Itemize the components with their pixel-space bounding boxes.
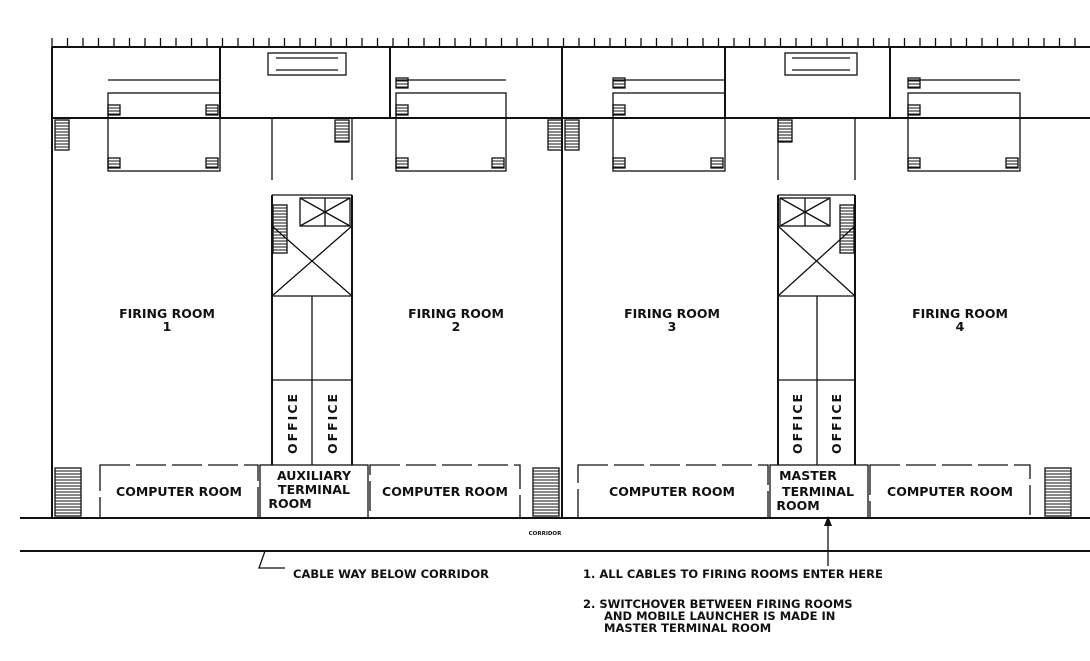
stair-icon <box>532 467 560 517</box>
notes: 1. ALL CABLES TO FIRING ROOMS ENTER HERE… <box>583 567 883 635</box>
firing-room-labels: FIRING ROOM 1 FIRING ROOM 2 FIRING ROOM … <box>119 306 1008 334</box>
office-label: OFFICE <box>790 392 805 454</box>
consoles <box>107 79 1021 172</box>
master-line-2: TERMINAL <box>782 484 854 499</box>
note-2-line-1: 2. SWITCHOVER BETWEEN FIRING ROOMS <box>583 597 853 611</box>
cable-way-pointer: CABLE WAY BELOW CORRIDOR <box>258 550 489 581</box>
stair-icon <box>334 119 350 143</box>
office-label: OFFICE <box>285 392 300 454</box>
stair-icon <box>612 104 626 116</box>
top-bridges <box>267 52 858 76</box>
core-left <box>271 118 353 465</box>
stair-icon <box>612 157 626 169</box>
firing-room-4-label: FIRING ROOM <box>912 306 1008 321</box>
stair-icon <box>710 157 724 169</box>
stair-icon <box>547 119 563 151</box>
stair-icon <box>205 157 219 169</box>
core-right <box>777 118 856 465</box>
corridor-label: CORRIDOR <box>529 531 562 537</box>
stair-icon <box>491 157 505 169</box>
auxiliary-terminal-room-label: AUXILIARY TERMINAL ROOM <box>268 468 352 511</box>
computer-room-label: COMPUTER ROOM <box>609 484 735 499</box>
master-terminal-room-label: MASTER TERMINAL ROOM <box>776 468 854 513</box>
office-label: OFFICE <box>325 392 340 454</box>
firing-room-1-label: FIRING ROOM <box>119 306 215 321</box>
stair-icon <box>907 104 921 116</box>
stair-icon <box>205 104 219 116</box>
firing-room-2-number: 2 <box>452 319 461 334</box>
exterior-wall-ticks <box>51 38 1076 47</box>
stair-icon <box>272 204 288 254</box>
stair-icon <box>395 104 409 116</box>
cable-entry-arrow <box>824 516 832 566</box>
stair-icon <box>1005 157 1019 169</box>
stair-icon <box>612 77 626 89</box>
stair-icon <box>107 157 121 169</box>
stair-icon <box>107 104 121 116</box>
firing-room-4-number: 4 <box>956 319 965 334</box>
note-2-line-3: MASTER TERMINAL ROOM <box>604 621 771 635</box>
aux-line-1: AUXILIARY <box>277 468 352 483</box>
stair-icon <box>907 77 921 89</box>
cable-way-label: CABLE WAY BELOW CORRIDOR <box>293 567 489 581</box>
master-line-3: ROOM <box>776 498 819 513</box>
stair-icon <box>907 157 921 169</box>
firing-room-3-number: 3 <box>668 319 677 334</box>
stair-icon <box>54 467 82 517</box>
stair-icon <box>395 157 409 169</box>
stair-icon <box>777 119 793 143</box>
master-line-1: MASTER <box>779 468 837 483</box>
stair-icon <box>54 119 70 151</box>
computer-rooms <box>99 464 1031 519</box>
stairways <box>54 77 1072 517</box>
office-label: OFFICE <box>829 392 844 454</box>
computer-room-labels: COMPUTER ROOM COMPUTER ROOM COMPUTER ROO… <box>116 484 1013 499</box>
stair-icon <box>564 119 580 151</box>
firing-room-3-label: FIRING ROOM <box>624 306 720 321</box>
aux-line-3: ROOM <box>268 496 311 511</box>
aux-line-2: TERMINAL <box>278 482 350 497</box>
stair-icon <box>395 77 409 89</box>
computer-room-label: COMPUTER ROOM <box>887 484 1013 499</box>
computer-room-label: COMPUTER ROOM <box>116 484 242 499</box>
stair-icon <box>839 204 855 254</box>
office-labels: OFFICE OFFICE OFFICE OFFICE <box>285 392 844 454</box>
note-1: 1. ALL CABLES TO FIRING ROOMS ENTER HERE <box>583 567 883 581</box>
firing-room-1-number: 1 <box>163 319 172 334</box>
note-2-line-2: AND MOBILE LAUNCHER IS MADE IN <box>604 609 835 623</box>
stair-icon <box>1044 467 1072 517</box>
computer-room-label: COMPUTER ROOM <box>382 484 508 499</box>
firing-room-2-label: FIRING ROOM <box>408 306 504 321</box>
